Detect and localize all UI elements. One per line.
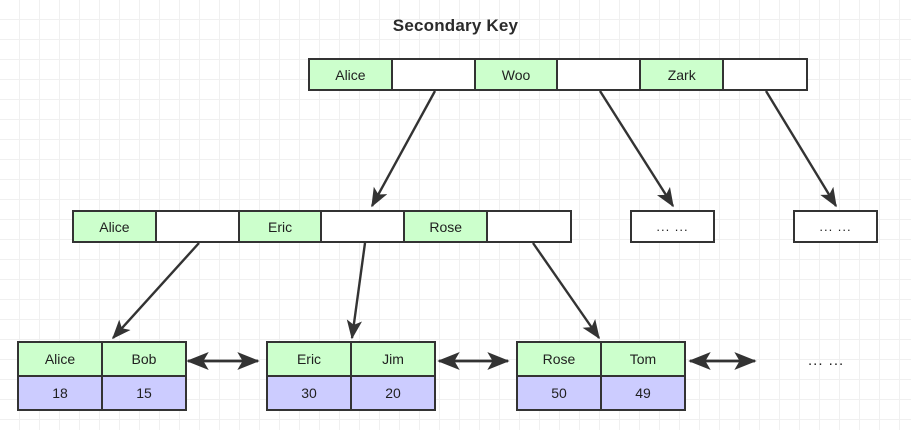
root-cell-key-0[interactable]: Alice (310, 60, 393, 89)
root-cell-pointer-5[interactable] (724, 60, 806, 89)
edge-root-to-internal-node (370, 90, 437, 208)
internal-cell-pointer-1[interactable] (156, 212, 240, 241)
leaf-node-1-key-1[interactable]: Bob (103, 343, 185, 375)
leaf-node-3-key-0[interactable]: Rose (518, 343, 602, 375)
edge-root-to-ellipsis-node-2 (764, 90, 838, 208)
internal-ellipsis-node-1[interactable]: ... ... (630, 210, 715, 243)
edge-internal-to-leaf-1 (112, 242, 200, 340)
leaf-node-3-value-0[interactable]: 50 (518, 377, 602, 409)
leaf-node-1[interactable]: Alice Bob 18 15 (17, 341, 187, 411)
leaf-node-1-key-0[interactable]: Alice (19, 343, 103, 375)
edge-internal-to-leaf-2 (346, 242, 367, 340)
page-title: Secondary Key (392, 16, 519, 35)
edge-internal-to-leaf-3 (532, 242, 600, 340)
internal-cell-key-0[interactable]: Alice (74, 212, 157, 241)
leaf-node-3[interactable]: Rose Tom 50 49 (516, 341, 686, 411)
leaf-node-2-value-1[interactable]: 20 (352, 377, 434, 409)
internal-ellipsis-node-2[interactable]: ... ... (793, 210, 878, 243)
leaf-trailing-ellipsis: ... ... (808, 352, 845, 369)
edge-root-to-ellipsis-node-1 (598, 90, 675, 208)
leaf-node-2[interactable]: Eric Jim 30 20 (266, 341, 436, 411)
leaf-node-2-key-0[interactable]: Eric (268, 343, 352, 375)
root-cell-pointer-1[interactable] (392, 60, 476, 89)
leaf-node-2-value-row: 30 20 (268, 377, 434, 409)
leaf-node-2-value-0[interactable]: 30 (268, 377, 352, 409)
leaf-node-1-value-row: 18 15 (19, 377, 185, 409)
internal-index-node[interactable]: Alice Eric Rose (72, 210, 572, 243)
internal-cell-key-2[interactable]: Eric (239, 212, 323, 241)
root-index-node[interactable]: Alice Woo Zark (308, 58, 808, 91)
root-cell-key-4[interactable]: Zark (641, 60, 725, 89)
leaf-node-1-value-0[interactable]: 18 (19, 377, 103, 409)
leaf-node-3-value-row: 50 49 (518, 377, 684, 409)
root-cell-key-2[interactable]: Woo (475, 60, 559, 89)
internal-cell-pointer-3[interactable] (322, 212, 406, 241)
root-cell-pointer-3[interactable] (558, 60, 642, 89)
internal-cell-pointer-5[interactable] (488, 212, 570, 241)
leaf-node-2-key-1[interactable]: Jim (352, 343, 434, 375)
leaf-node-2-key-row: Eric Jim (268, 343, 434, 377)
leaf-node-1-key-row: Alice Bob (19, 343, 185, 377)
leaf-node-1-value-1[interactable]: 15 (103, 377, 185, 409)
leaf-node-3-key-1[interactable]: Tom (602, 343, 684, 375)
leaf-node-3-value-1[interactable]: 49 (602, 377, 684, 409)
leaf-node-3-key-row: Rose Tom (518, 343, 684, 377)
internal-cell-key-4[interactable]: Rose (405, 212, 489, 241)
